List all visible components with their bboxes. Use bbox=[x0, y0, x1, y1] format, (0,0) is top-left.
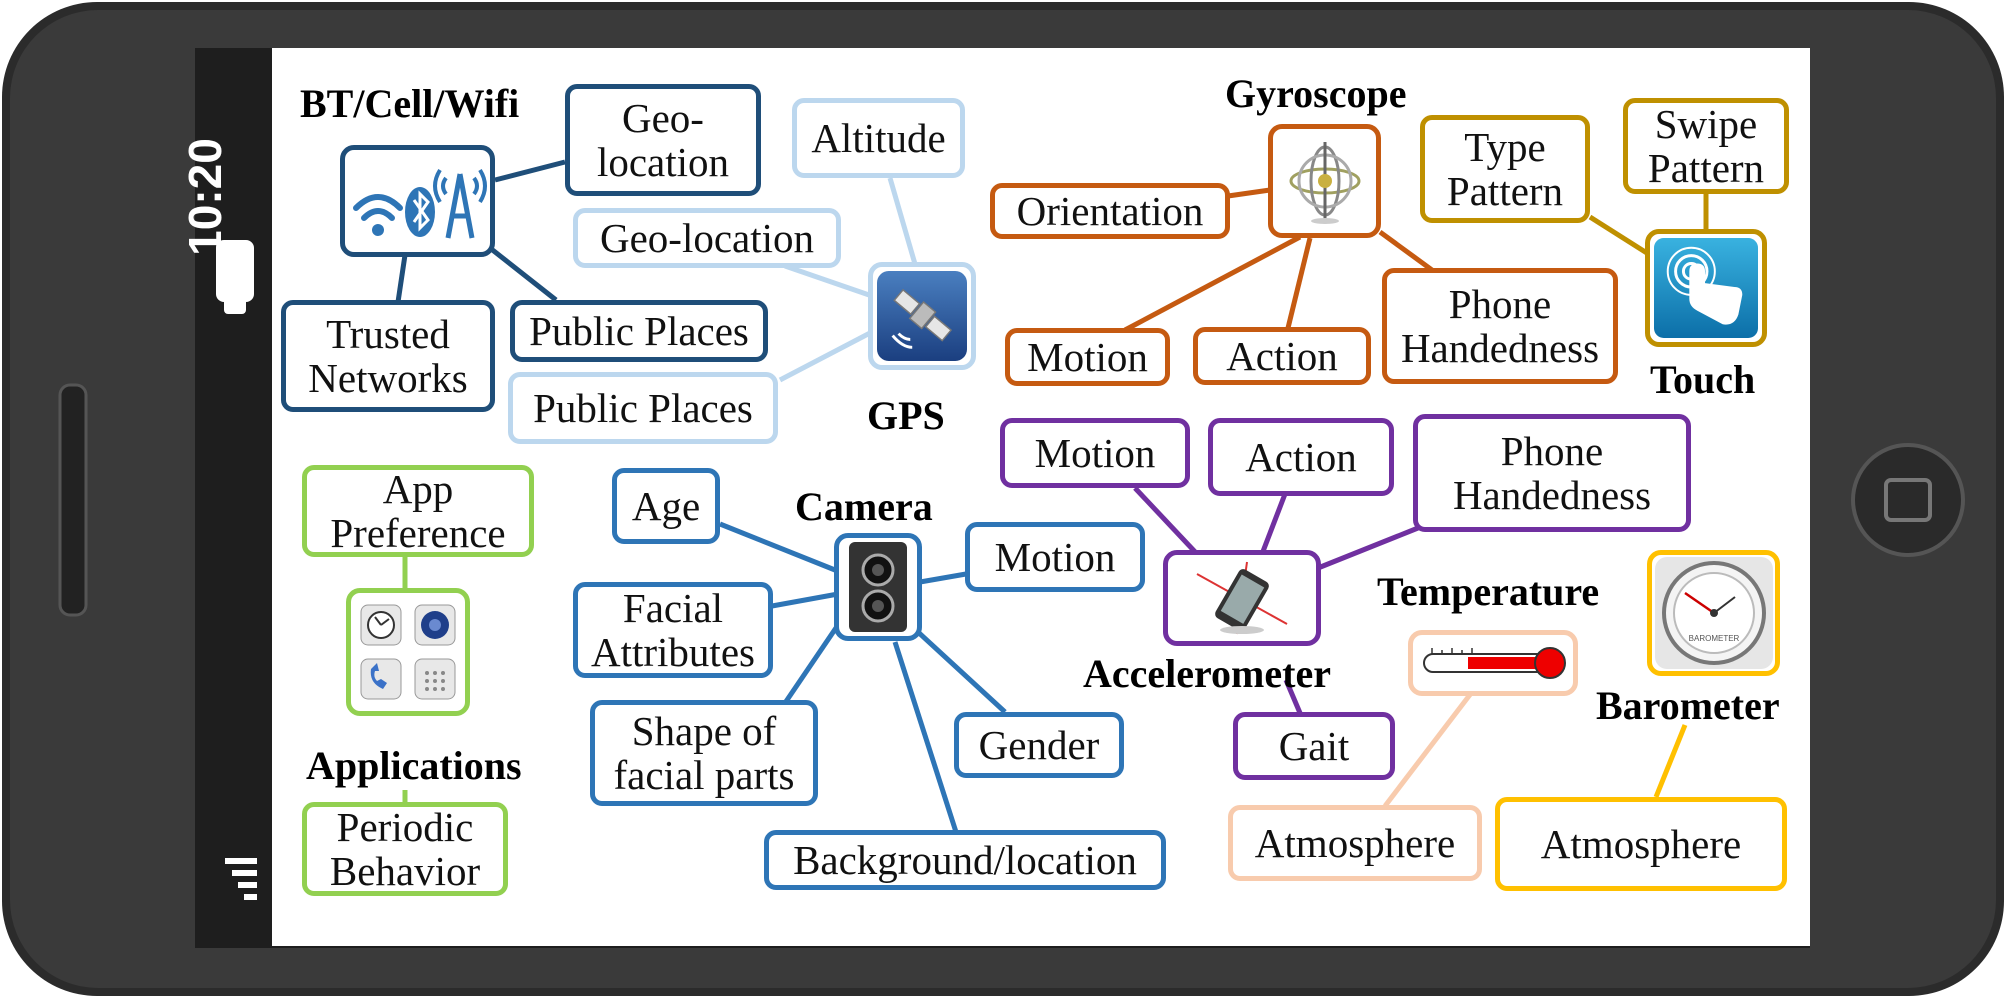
camera-title: Camera bbox=[795, 484, 933, 529]
applications-icon-box bbox=[346, 588, 470, 716]
touch-connectors bbox=[1588, 192, 1709, 258]
temperature-title: Temperature bbox=[1377, 569, 1600, 614]
applications-title: Applications bbox=[306, 743, 522, 788]
gps-item-public-places: Public Places bbox=[508, 372, 778, 444]
touch-title: Touch bbox=[1650, 357, 1756, 402]
barometer-gauge-icon: BAROMETER bbox=[1654, 557, 1773, 669]
gyroscope-icon bbox=[1289, 142, 1360, 224]
applications-item-app-preference: App Preference bbox=[302, 465, 534, 557]
accelerometer-item-motion: Motion bbox=[1000, 418, 1190, 488]
gps-title: GPS bbox=[867, 393, 945, 438]
gps-item-geo-location: Geo-location bbox=[573, 208, 841, 268]
touch-icon-box bbox=[1645, 229, 1767, 347]
accelerometer-title: Accelerometer bbox=[1083, 651, 1331, 696]
gyroscope-item-action: Action bbox=[1193, 327, 1371, 385]
accelerometer-icon-box bbox=[1163, 550, 1321, 646]
satellite-icon bbox=[877, 271, 967, 361]
touch-item-type-pattern: Type Pattern bbox=[1420, 115, 1590, 223]
accelerometer-item-gait: Gait bbox=[1233, 712, 1395, 780]
barometer-dial-label: BAROMETER bbox=[1688, 634, 1739, 643]
gyroscope-connectors bbox=[1123, 187, 1434, 333]
temperature-item-atmosphere: Atmosphere bbox=[1228, 805, 1482, 881]
camera-item-facial-attributes: Facial Attributes bbox=[573, 582, 773, 678]
gyroscope-item-orientation: Orientation bbox=[990, 183, 1230, 239]
accelerometer-phone-icon bbox=[1196, 561, 1288, 635]
wifi-bluetooth-cell-icon bbox=[352, 168, 487, 239]
temperature-icon-box bbox=[1408, 630, 1578, 696]
temperature-connectors bbox=[1383, 690, 1474, 808]
bt-item-trusted-networks: Trusted Networks bbox=[281, 300, 495, 412]
bt-icon-box bbox=[340, 145, 495, 257]
bt-connectors bbox=[395, 159, 566, 303]
camera-item-gender: Gender bbox=[954, 712, 1124, 778]
barometer-item-atmosphere: Atmosphere bbox=[1495, 797, 1787, 891]
accelerometer-item-action: Action bbox=[1208, 418, 1394, 496]
touch-hand-icon bbox=[1654, 237, 1758, 339]
bt-title: BT/Cell/Wifi bbox=[300, 81, 520, 126]
touch-item-swipe-pattern: Swipe Pattern bbox=[1623, 98, 1789, 194]
camera-item-background-location: Background/location bbox=[764, 830, 1166, 890]
gps-connectors bbox=[778, 177, 918, 383]
thermometer-icon bbox=[1423, 647, 1566, 679]
gyroscope-icon-box bbox=[1268, 124, 1381, 238]
gyroscope-title: Gyroscope bbox=[1225, 71, 1407, 116]
accelerometer-connectors bbox=[1133, 486, 1419, 714]
accelerometer-item-phone-handedness: Phone Handedness bbox=[1413, 414, 1691, 532]
barometer-connectors bbox=[1653, 724, 1688, 798]
gps-item-altitude: Altitude bbox=[792, 98, 965, 178]
camera-connectors bbox=[719, 521, 1007, 833]
gyroscope-item-phone-handedness: Phone Handedness bbox=[1382, 268, 1618, 384]
camera-item-motion: Motion bbox=[965, 522, 1145, 592]
gps-icon-box bbox=[868, 262, 976, 370]
barometer-title: Barometer bbox=[1596, 683, 1780, 728]
bt-item-public-places: Public Places bbox=[510, 300, 768, 362]
gyroscope-item-motion: Motion bbox=[1005, 328, 1170, 386]
camera-icon-box bbox=[834, 533, 922, 641]
barometer-icon-box: BAROMETER bbox=[1647, 550, 1780, 676]
bt-item-geo-location: Geo- location bbox=[565, 84, 761, 196]
camera-item-shape-of-facial-parts: Shape of facial parts bbox=[590, 700, 818, 806]
app-grid-icon bbox=[360, 604, 456, 700]
applications-item-periodic-behavior: Periodic Behavior bbox=[302, 802, 508, 896]
camera-item-age: Age bbox=[612, 468, 720, 544]
camera-icon bbox=[849, 542, 907, 632]
